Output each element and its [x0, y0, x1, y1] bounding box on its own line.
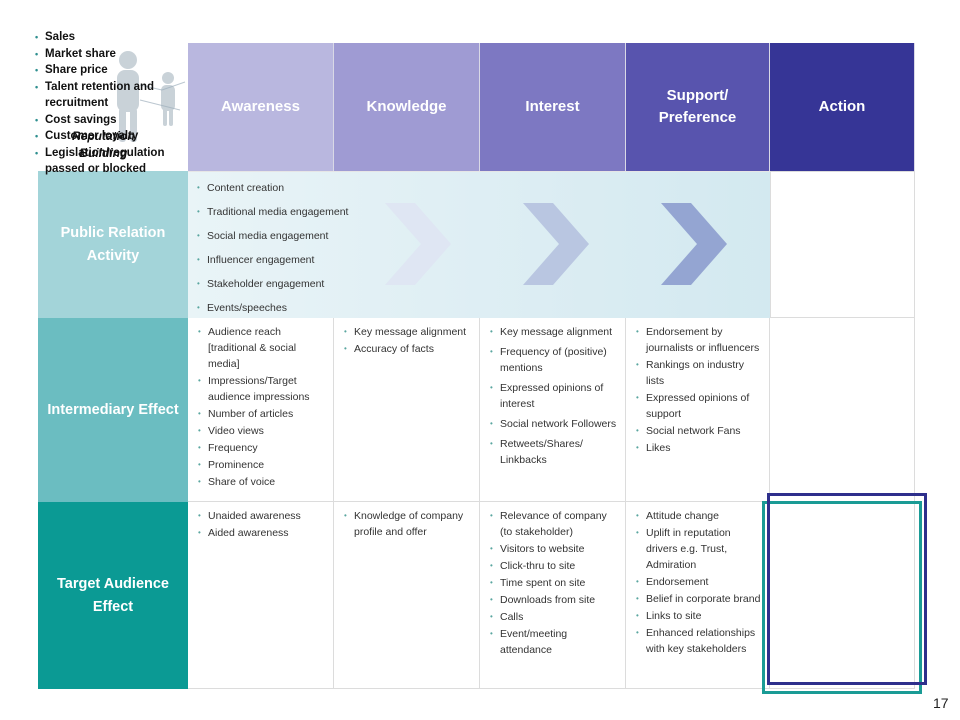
- cell-target-interest: Relevance of company (to stakeholder) Vi…: [480, 502, 626, 689]
- highlight-frame-blue: [767, 493, 927, 685]
- list-item: Visitors to website: [490, 541, 619, 557]
- list-item: Social media engagement: [197, 224, 427, 248]
- outcome-item: Market share: [35, 46, 185, 63]
- list-item: Calls: [490, 609, 619, 625]
- list-item: Share of voice: [198, 474, 327, 490]
- list-item: Social network Followers: [490, 416, 619, 432]
- header-interest: Interest: [480, 43, 626, 171]
- reputation-building-label: Reputation Building: [72, 128, 135, 162]
- list-item: Aided awareness: [198, 525, 327, 541]
- list-item: Expressed opinions of interest: [490, 380, 619, 412]
- list-item: Influencer engagement: [197, 248, 427, 272]
- list-item: Downloads from site: [490, 592, 619, 608]
- row-label-public-relation: Public Relation Activity: [38, 171, 188, 318]
- business-outcomes-list: Sales Market share Share price Talent re…: [35, 29, 185, 178]
- list-item: Enhanced relationships with key stakehol…: [636, 625, 763, 657]
- list-item: Number of articles: [198, 406, 327, 422]
- list-item: Relevance of company (to stakeholder): [490, 508, 619, 540]
- list-item: Accuracy of facts: [344, 341, 473, 357]
- list-item: Events/speeches: [197, 296, 427, 320]
- pr-activities-list: Content creation Traditional media engag…: [197, 176, 427, 320]
- cell-target-support: Attitude change Uplift in reputation dri…: [626, 502, 770, 689]
- list-item: Video views: [198, 423, 327, 439]
- outcome-item: Share price: [35, 62, 185, 79]
- row-label-target-audience-effect: Target Audience Effect: [38, 502, 188, 689]
- list-item: Likes: [636, 440, 763, 456]
- target-support-list: Attitude change Uplift in reputation dri…: [636, 508, 763, 657]
- intermediary-awareness-list: Audience reach [traditional & social med…: [198, 324, 327, 490]
- cell-intermediary-awareness: Audience reach [traditional & social med…: [188, 318, 334, 502]
- list-item: Event/meeting attendance: [490, 626, 619, 658]
- row-label-intermediary-effect: Intermediary Effect: [38, 318, 188, 502]
- outcome-item: Sales: [35, 29, 185, 46]
- list-item: Impressions/Target audience impressions: [198, 373, 327, 405]
- intermediary-support-list: Endorsement by journalists or influencer…: [636, 324, 763, 456]
- list-item: Frequency: [198, 440, 327, 456]
- highlight-frame-teal: [762, 501, 922, 694]
- chevron-right-icon: [661, 203, 727, 285]
- cell-intermediary-support: Endorsement by journalists or influencer…: [626, 318, 770, 502]
- header-support-preference: Support/ Preference: [626, 43, 770, 171]
- cell-target-awareness: Unaided awareness Aided awareness: [188, 502, 334, 689]
- list-item: Audience reach [traditional & social med…: [198, 324, 327, 372]
- outcome-item: Legislation/regulation passed or blocked: [35, 145, 185, 178]
- header-knowledge: Knowledge: [334, 43, 480, 171]
- list-item: Uplift in reputation drivers e.g. Trust,…: [636, 525, 763, 573]
- cell-target-knowledge: Knowledge of company profile and offer: [334, 502, 480, 689]
- reputation-label-line1: Reputation: [72, 129, 135, 143]
- list-item: Links to site: [636, 608, 763, 624]
- list-item: Click-thru to site: [490, 558, 619, 574]
- outcome-item: Cost savings: [35, 112, 185, 129]
- list-item: Key message alignment: [344, 324, 473, 340]
- target-knowledge-list: Knowledge of company profile and offer: [344, 508, 473, 540]
- target-interest-list: Relevance of company (to stakeholder) Vi…: [490, 508, 619, 658]
- cell-intermediary-action: [770, 318, 915, 502]
- intermediary-interest-list: Key message alignment Frequency of (posi…: [490, 324, 619, 468]
- pr-action-cell: [770, 171, 915, 318]
- list-item: Expressed opinions of support: [636, 390, 763, 422]
- outcome-item: Customer loyalty: [35, 128, 185, 145]
- cell-target-action: [770, 502, 915, 689]
- list-item: Knowledge of company profile and offer: [344, 508, 473, 540]
- list-item: Key message alignment: [490, 324, 619, 340]
- list-item: Stakeholder engagement: [197, 272, 427, 296]
- header-action: Action: [770, 43, 915, 171]
- list-item: Time spent on site: [490, 575, 619, 591]
- cell-intermediary-knowledge: Key message alignment Accuracy of facts: [334, 318, 480, 502]
- header-awareness: Awareness: [188, 43, 334, 171]
- intermediary-knowledge-list: Key message alignment Accuracy of facts: [344, 324, 473, 357]
- list-item: Endorsement: [636, 574, 763, 590]
- list-item: Content creation: [197, 176, 427, 200]
- list-item: Prominence: [198, 457, 327, 473]
- cell-intermediary-interest: Key message alignment Frequency of (posi…: [480, 318, 626, 502]
- list-item: Endorsement by journalists or influencer…: [636, 324, 763, 356]
- outcome-item: Talent retention and recruitment: [35, 79, 185, 112]
- list-item: Belief in corporate brand: [636, 591, 763, 607]
- list-item: Rankings on industry lists: [636, 357, 763, 389]
- list-item: Attitude change: [636, 508, 763, 524]
- target-awareness-list: Unaided awareness Aided awareness: [198, 508, 327, 541]
- list-item: Frequency of (positive) mentions: [490, 344, 619, 376]
- list-item: Retweets/Shares/ Linkbacks: [490, 436, 619, 468]
- list-item: Traditional media engagement: [197, 200, 427, 224]
- reputation-label-line2: Building: [79, 146, 128, 160]
- list-item: Social network Fans: [636, 423, 763, 439]
- list-item: Unaided awareness: [198, 508, 327, 524]
- page-number: 17: [933, 695, 949, 711]
- chevron-right-icon: [523, 203, 589, 285]
